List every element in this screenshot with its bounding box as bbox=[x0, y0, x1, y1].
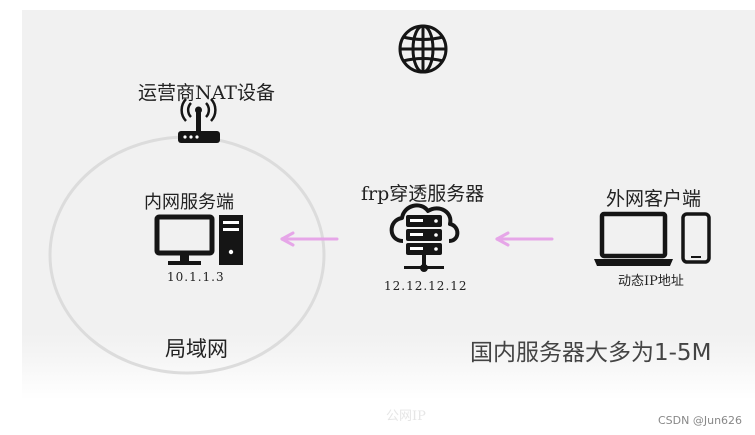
desktop-computer-icon bbox=[154, 214, 243, 265]
bandwidth-note: 国内服务器大多为1-5M bbox=[470, 340, 712, 366]
dynamic-ip-label: 动态IP地址 bbox=[618, 274, 684, 289]
nat-device-label: 运营商NAT设备 bbox=[138, 82, 275, 104]
arrow-frp-to-intranet bbox=[280, 231, 339, 247]
intranet-server-label: 内网服务端 bbox=[144, 192, 234, 213]
cloud-server-icon bbox=[389, 203, 460, 272]
external-client-label: 外网客户端 bbox=[606, 188, 702, 210]
smartphone-icon bbox=[681, 212, 711, 264]
intranet-ip-label: 10.1.1.3 bbox=[167, 270, 225, 284]
faded-caption: 公网IP bbox=[386, 409, 426, 424]
laptop-icon bbox=[594, 211, 673, 266]
frp-ip-label: 12.12.12.12 bbox=[384, 279, 468, 293]
csdn-watermark: CSDN @Jun626 bbox=[658, 414, 743, 427]
arrow-client-to-frp bbox=[495, 231, 554, 247]
lan-label: 局域网 bbox=[165, 337, 228, 361]
frp-server-label: frp穿透服务器 bbox=[361, 183, 485, 205]
globe-icon bbox=[398, 24, 448, 74]
diagram-background bbox=[22, 10, 755, 400]
router-icon bbox=[178, 98, 220, 143]
